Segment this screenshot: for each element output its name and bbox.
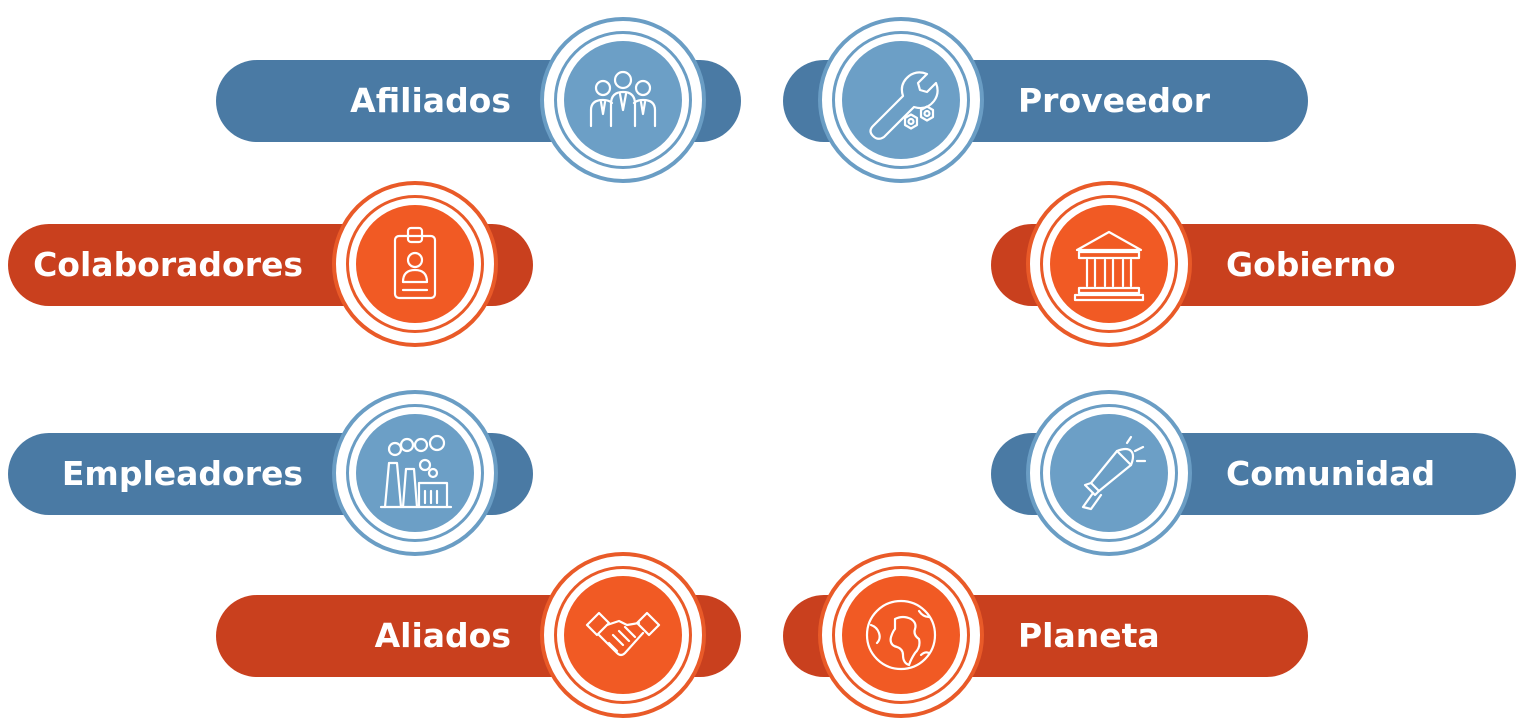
handshake-icon — [564, 576, 682, 694]
business-group-icon — [564, 41, 682, 159]
stakeholder-label: Empleadores — [61, 454, 303, 493]
stakeholder-label: Afiliados — [350, 81, 511, 120]
icon-ring — [540, 552, 706, 718]
stakeholder-label: Colaboradores — [33, 245, 303, 284]
stakeholder-aliados: Aliados — [216, 552, 746, 718]
stakeholder-planeta: Planeta — [778, 552, 1308, 718]
icon-ring — [818, 552, 984, 718]
icon-ring — [332, 181, 498, 347]
icon-ring — [1026, 181, 1192, 347]
stakeholder-label: Comunidad — [1226, 454, 1436, 493]
stakeholder-label: Proveedor — [1018, 81, 1210, 120]
globe-icon — [842, 576, 960, 694]
id-badge-icon — [356, 205, 474, 323]
stakeholder-colaboradores: Colaboradores — [8, 181, 538, 347]
government-building-icon — [1050, 205, 1168, 323]
megaphone-icon — [1050, 414, 1168, 532]
factory-icon — [356, 414, 474, 532]
stakeholder-label: Gobierno — [1226, 245, 1396, 284]
icon-ring — [332, 390, 498, 556]
stakeholder-gobierno: Gobierno — [986, 181, 1516, 347]
stakeholder-label: Aliados — [374, 616, 511, 655]
stakeholder-comunidad: Comunidad — [986, 390, 1516, 556]
stakeholder-label: Planeta — [1018, 616, 1160, 655]
icon-ring — [540, 17, 706, 183]
stakeholder-afiliados: Afiliados — [216, 17, 746, 183]
icon-ring — [818, 17, 984, 183]
icon-ring — [1026, 390, 1192, 556]
stakeholder-proveedor: Proveedor — [778, 17, 1308, 183]
stakeholder-empleadores: Empleadores — [8, 390, 538, 556]
wrench-nuts-icon — [842, 41, 960, 159]
